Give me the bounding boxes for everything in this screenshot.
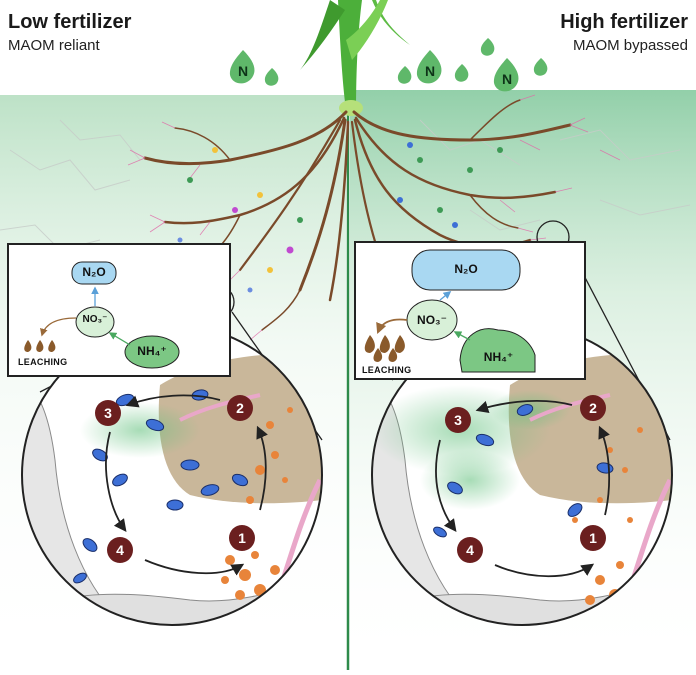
root-hairs bbox=[127, 94, 621, 341]
step-label-4: 4 bbox=[466, 542, 474, 558]
right-subtitle: MAOM bypassed bbox=[572, 37, 688, 54]
n2o-label-left: N₂O bbox=[82, 265, 106, 279]
step-markers-left bbox=[95, 395, 255, 563]
n-cycle-box-right bbox=[354, 241, 586, 380]
right-title: High fertilizer bbox=[560, 11, 688, 33]
nh4-label-right: NH₄⁺ bbox=[483, 350, 514, 364]
step-marker-1 bbox=[580, 525, 606, 551]
right-heading: High fertilizer MAOM bypassed bbox=[560, 10, 688, 56]
step-label-1: 1 bbox=[238, 530, 246, 546]
fertilizer-drops-left bbox=[229, 50, 279, 86]
step-marker-4 bbox=[107, 537, 133, 563]
step-label-2: 2 bbox=[589, 400, 597, 416]
no3-circle-left bbox=[75, 306, 115, 338]
n2o-pill-left bbox=[71, 261, 117, 285]
step-label-3: 3 bbox=[104, 405, 112, 421]
left-title: Low fertilizer bbox=[8, 11, 132, 33]
step-marker-4 bbox=[457, 537, 483, 563]
plant-stalk bbox=[300, 0, 410, 116]
fertilizer-drops-right bbox=[397, 38, 548, 92]
left-heading: Low fertilizer MAOM reliant bbox=[8, 10, 131, 56]
step-markers-right bbox=[445, 395, 606, 563]
rhizosphere-particles bbox=[177, 142, 503, 293]
leaching-label-left: LEACHING bbox=[18, 357, 68, 367]
step-label-3: 3 bbox=[454, 412, 462, 428]
step-label-1: 1 bbox=[589, 530, 597, 546]
step-marker-3 bbox=[95, 400, 121, 426]
no3-label-left: NO₃⁻ bbox=[82, 314, 108, 325]
step-marker-1 bbox=[229, 525, 255, 551]
n2o-label-right: N₂O bbox=[454, 262, 478, 276]
step-marker-2 bbox=[580, 395, 606, 421]
leaching-label-right: LEACHING bbox=[362, 365, 412, 375]
drop-n-right-1: N bbox=[425, 63, 435, 79]
nh4-label-left: NH₄⁺ bbox=[137, 344, 167, 358]
nh4-blob-right bbox=[459, 328, 536, 373]
nh4-blob-left bbox=[124, 335, 180, 369]
drop-n-right-2: N bbox=[502, 71, 512, 87]
step-label-2: 2 bbox=[236, 400, 244, 416]
step-label-4: 4 bbox=[116, 542, 124, 558]
left-subtitle: MAOM reliant bbox=[8, 37, 100, 54]
drop-n-left: N bbox=[238, 63, 248, 79]
n2o-pill-right bbox=[411, 249, 521, 291]
step-marker-3 bbox=[445, 407, 471, 433]
drop-labels: N N N bbox=[238, 63, 512, 87]
n-cycle-box-left bbox=[7, 243, 231, 377]
no3-label-right: NO₃⁻ bbox=[417, 313, 447, 327]
step-marker-2 bbox=[227, 395, 253, 421]
